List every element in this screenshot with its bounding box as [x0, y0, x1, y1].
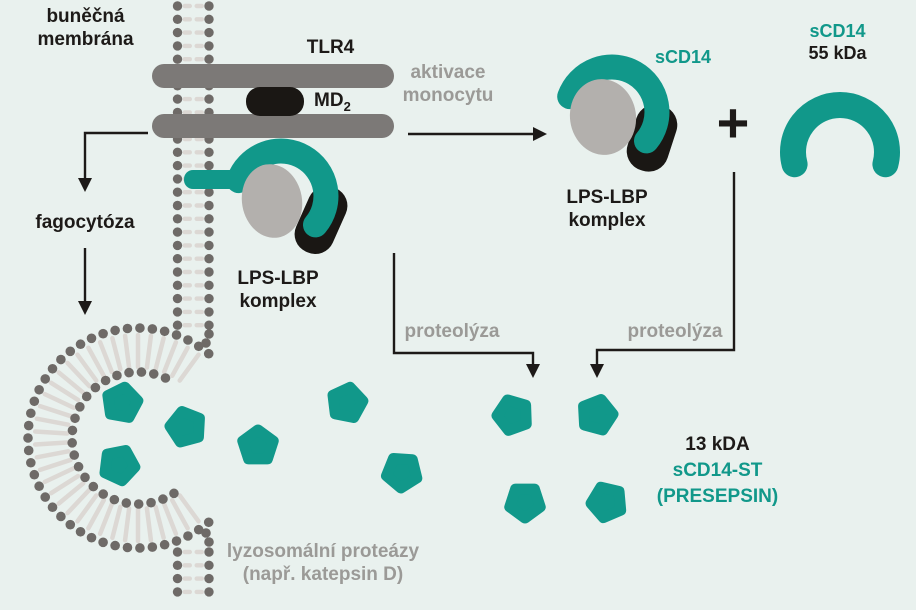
- scd14-free-line1: sCD14: [809, 21, 866, 41]
- lps-lbp-released-line2: komplex: [568, 210, 646, 231]
- md2-base: MD: [314, 90, 344, 111]
- lps-lbp-released-label: LPS-LBP komplex: [546, 186, 668, 232]
- scd14-free-line2: 55 kDa: [808, 43, 867, 63]
- tlr4-label: TLR4: [306, 37, 355, 58]
- cell-membrane-line2: membrána: [37, 29, 134, 50]
- flow-arrows: [78, 127, 736, 378]
- lps-lbp-membrane-line2: komplex: [239, 291, 317, 312]
- lps-lbp-scd14-complex-icon: [557, 54, 678, 172]
- activation-line2: monocytu: [402, 85, 494, 106]
- lysosomal-line2: (např. katepsin D): [242, 564, 404, 585]
- md2-subscript: 2: [343, 98, 351, 114]
- cell-membrane-label: buněčná membrána: [8, 5, 163, 51]
- lps-lbp-membrane-line1: LPS-LBP: [237, 268, 319, 289]
- lps-lbp-released-line1: LPS-LBP: [566, 187, 648, 208]
- plus-icon: +: [716, 91, 750, 154]
- cell-membrane-bilayer-icon: [172, 1, 214, 597]
- presepsin-line1: 13 kDA: [685, 434, 750, 455]
- scd14-bound-label: sCD14: [655, 47, 712, 67]
- scd14-free-label: sCD14 55 kDa: [785, 20, 890, 64]
- tlr4-receptor-icon: [152, 64, 394, 138]
- proteolysis-left-label: proteolýza: [404, 321, 500, 342]
- proteolysis-right-label: proteolýza: [627, 321, 723, 342]
- presepsin-fragments-icon: [99, 381, 627, 524]
- phagocytosis-label: fagocytóza: [35, 212, 135, 233]
- activation-line1: aktivace: [410, 62, 486, 83]
- scd14-crescent-icon: [780, 92, 900, 178]
- activation-label: aktivace monocytu: [387, 61, 509, 107]
- phagocytosis-cup-icon: [23, 323, 214, 553]
- lps-lbp-complex-membrane-icon: [184, 138, 348, 255]
- lysosomal-line1: lyzosomální proteázy: [226, 541, 420, 562]
- presepsin-line3: (PRESEPSIN): [656, 486, 779, 507]
- presepsin-line2: sCD14-ST: [672, 460, 763, 481]
- presepsin-label: 13 kDA sCD14-ST (PRESEPSIN): [640, 432, 795, 510]
- lps-lbp-membrane-label: LPS-LBP komplex: [217, 267, 339, 313]
- md2-label: MD2: [314, 89, 374, 118]
- md2-protein-icon: [246, 87, 304, 116]
- lysosomal-label: lyzosomální proteázy (např. katepsin D): [222, 540, 424, 586]
- cell-membrane-line1: buněčná: [46, 6, 125, 27]
